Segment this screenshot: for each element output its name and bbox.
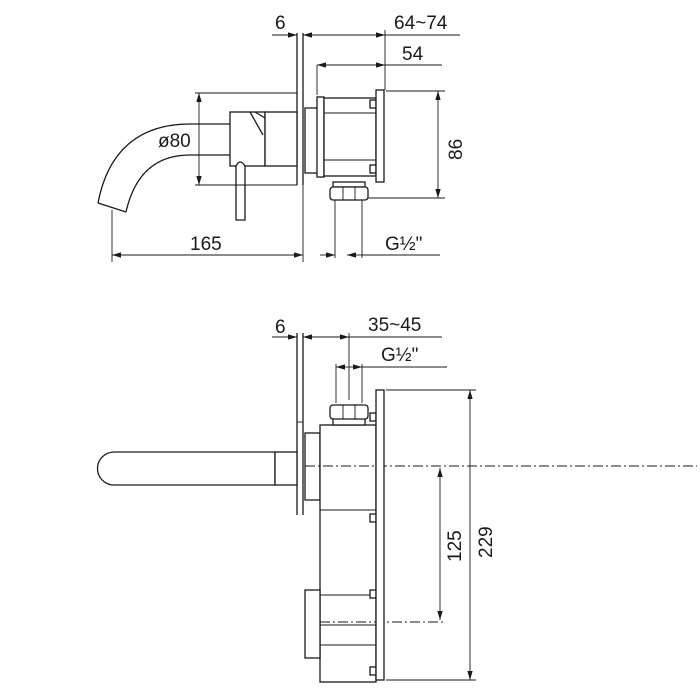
dim-box-depth: 54 [402, 44, 424, 65]
dim-plate-thickness: 6 [275, 317, 286, 338]
wall-plate [296, 333, 304, 515]
dim-total-height: 229 [476, 526, 497, 558]
wall-plate [296, 33, 304, 185]
front-view: 6 35~45 G½" 125 229 [96, 315, 697, 683]
dim-projection-range: 64~74 [394, 13, 448, 34]
dim-height: 86 [446, 139, 467, 160]
dim-spout-reach: 165 [190, 234, 222, 255]
dimensions: 6 35~45 G½" 125 229 [272, 315, 497, 681]
dimensions: 6 64~74 54 86 ø80 165 G½" [111, 13, 467, 262]
dim-connection: G½" [385, 234, 422, 255]
side-view: 6 64~74 54 86 ø80 165 G½" [97, 13, 467, 262]
spout [96, 451, 298, 486]
dim-plate-thickness: 6 [275, 13, 286, 34]
concealed-box [304, 89, 385, 258]
dim-connection: G½" [381, 345, 418, 366]
dim-outlet-spacing: 125 [445, 530, 466, 562]
lever-handle [235, 161, 246, 221]
spout [97, 123, 230, 213]
concealed-box [304, 389, 697, 683]
mixer-body [229, 111, 298, 221]
dim-projection-range: 35~45 [368, 315, 421, 336]
dim-spout-diameter: ø80 [158, 131, 191, 152]
